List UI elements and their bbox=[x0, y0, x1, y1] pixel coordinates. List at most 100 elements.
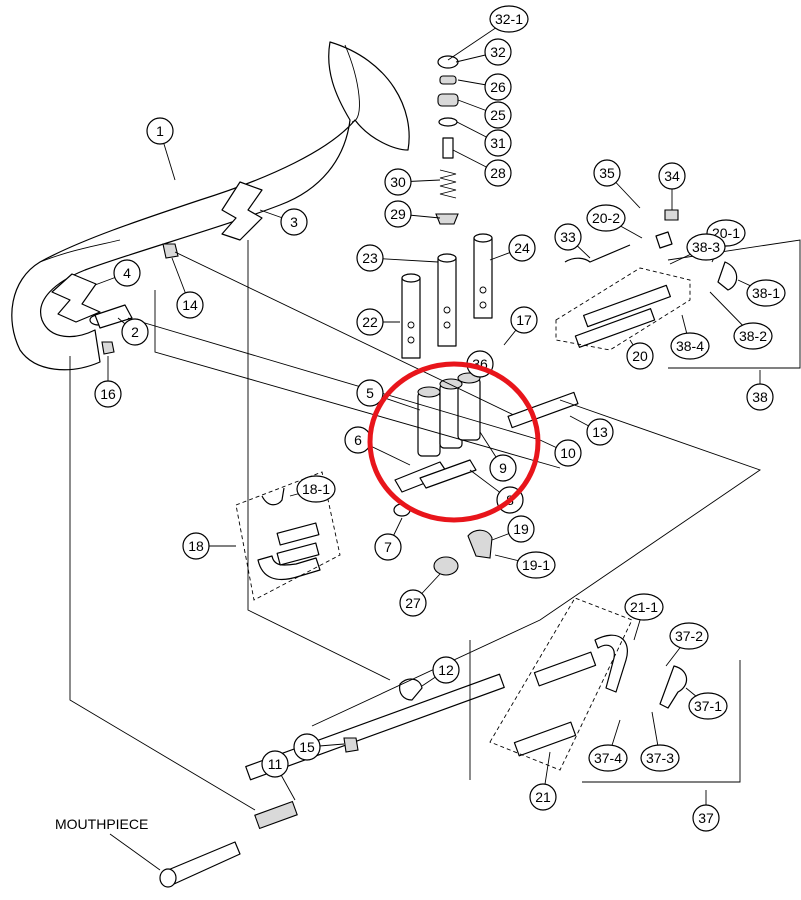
callout-number: 23 bbox=[362, 250, 378, 266]
callout-circle bbox=[626, 342, 654, 370]
callout-number: 15 bbox=[299, 739, 315, 755]
callout-number: 1 bbox=[156, 123, 164, 139]
callout-number: 27 bbox=[405, 595, 421, 611]
callout-21-1: 21-1 bbox=[624, 593, 664, 641]
callout-circle bbox=[746, 279, 786, 307]
callout-number: 38-4 bbox=[676, 338, 704, 354]
callout-32-1: 32-1 bbox=[447, 5, 529, 61]
callout-circle bbox=[484, 73, 512, 101]
callout-33: 33 bbox=[554, 223, 591, 259]
callout-number: 24 bbox=[514, 240, 530, 256]
callout-number: 29 bbox=[390, 206, 406, 222]
callout-number: 20 bbox=[632, 348, 648, 364]
callout-21: 21 bbox=[529, 751, 557, 811]
callout-37: 37 bbox=[692, 790, 720, 832]
callout-circle bbox=[356, 308, 384, 336]
callout-34: 34 bbox=[658, 162, 686, 210]
callout-15: 15 bbox=[293, 733, 345, 761]
callout-number: 9 bbox=[499, 460, 507, 476]
callout-circle bbox=[588, 744, 628, 772]
callout-circle bbox=[688, 692, 728, 720]
callout-number: 38-1 bbox=[752, 285, 780, 301]
callout-circle bbox=[640, 744, 680, 772]
callout-19: 19 bbox=[491, 515, 535, 543]
callout-number: 38 bbox=[752, 389, 768, 405]
callout-number: 34 bbox=[664, 168, 680, 184]
callout-circle bbox=[670, 332, 710, 360]
callout-37-1: 37-1 bbox=[685, 687, 728, 720]
brace-3 bbox=[221, 181, 263, 241]
callout-10: 10 bbox=[539, 439, 582, 467]
callout-circle bbox=[296, 475, 336, 503]
callout-23: 23 bbox=[356, 244, 439, 272]
callout-number: 21 bbox=[535, 789, 551, 805]
bottom-cap-27 bbox=[433, 556, 459, 576]
callout-circle bbox=[733, 322, 773, 350]
callout-number: 2 bbox=[131, 324, 139, 340]
callout-group: 12345678910111213141516171818-11919-1202… bbox=[94, 5, 786, 832]
callout-31: 31 bbox=[456, 121, 512, 157]
callout-number: 10 bbox=[560, 445, 576, 461]
callout-circle bbox=[113, 259, 141, 287]
callout-20-2: 20-2 bbox=[586, 204, 643, 239]
callout-circle bbox=[669, 622, 709, 650]
callout-38-3: 38-3 bbox=[669, 233, 726, 265]
callout-circle bbox=[593, 159, 621, 187]
callout-circle bbox=[176, 291, 204, 319]
callout-number: 37-4 bbox=[594, 750, 622, 766]
callout-26: 26 bbox=[457, 73, 512, 101]
callout-number: 11 bbox=[268, 756, 283, 772]
callout-number: 3 bbox=[290, 214, 298, 230]
callout-number: 37 bbox=[698, 810, 714, 826]
callout-14: 14 bbox=[171, 257, 204, 319]
tuning-slide-18 bbox=[257, 487, 321, 581]
callout-circle bbox=[686, 233, 726, 261]
callout-number: 35 bbox=[599, 165, 615, 181]
callout-number: 22 bbox=[362, 314, 378, 330]
callout-38-1: 38-1 bbox=[737, 279, 786, 307]
callout-1: 1 bbox=[146, 117, 176, 181]
callout-circle bbox=[261, 750, 289, 778]
callout-number: 33 bbox=[560, 229, 576, 245]
main-slide-21 bbox=[513, 634, 688, 757]
callout-circle bbox=[484, 101, 512, 129]
callout-circle bbox=[384, 168, 412, 196]
callout-29: 29 bbox=[384, 200, 441, 228]
callout-number: 25 bbox=[490, 107, 506, 123]
callout-20: 20 bbox=[626, 339, 654, 370]
callout-number: 7 bbox=[384, 539, 392, 555]
callout-circle bbox=[507, 515, 535, 543]
callout-number: 12 bbox=[438, 662, 454, 678]
callout-16: 16 bbox=[94, 356, 122, 408]
callout-number: 32-1 bbox=[495, 11, 523, 27]
callout-circle bbox=[554, 223, 582, 251]
callout-circle bbox=[484, 38, 512, 66]
callout-circle bbox=[399, 589, 427, 617]
stop-15 bbox=[343, 737, 359, 753]
callout-37-2: 37-2 bbox=[665, 622, 709, 667]
callout-circle bbox=[432, 656, 460, 684]
callout-37-4: 37-4 bbox=[588, 719, 628, 772]
callout-13: 13 bbox=[569, 415, 614, 446]
callout-number: 37-1 bbox=[694, 698, 722, 714]
callout-number: 4 bbox=[123, 265, 131, 281]
callout-7: 7 bbox=[374, 517, 403, 561]
callout-number: 14 bbox=[182, 297, 198, 313]
callout-17: 17 bbox=[503, 306, 538, 346]
callout-18-1: 18-1 bbox=[289, 475, 336, 503]
brace-4 bbox=[51, 273, 101, 323]
callout-number: 30 bbox=[390, 174, 406, 190]
callout-number: 21-1 bbox=[630, 599, 658, 615]
callout-9: 9 bbox=[479, 431, 517, 482]
callout-5: 5 bbox=[356, 379, 421, 411]
callout-circle bbox=[554, 439, 582, 467]
callout-circle bbox=[508, 234, 536, 262]
callout-25: 25 bbox=[457, 99, 512, 129]
callout-6: 6 bbox=[344, 426, 411, 466]
callout-38-2: 38-2 bbox=[709, 291, 773, 350]
callout-number: 20-2 bbox=[592, 210, 620, 226]
callout-circle bbox=[489, 454, 517, 482]
callout-number: 5 bbox=[366, 385, 374, 401]
callout-2: 2 bbox=[117, 317, 149, 346]
callout-circle bbox=[484, 129, 512, 157]
